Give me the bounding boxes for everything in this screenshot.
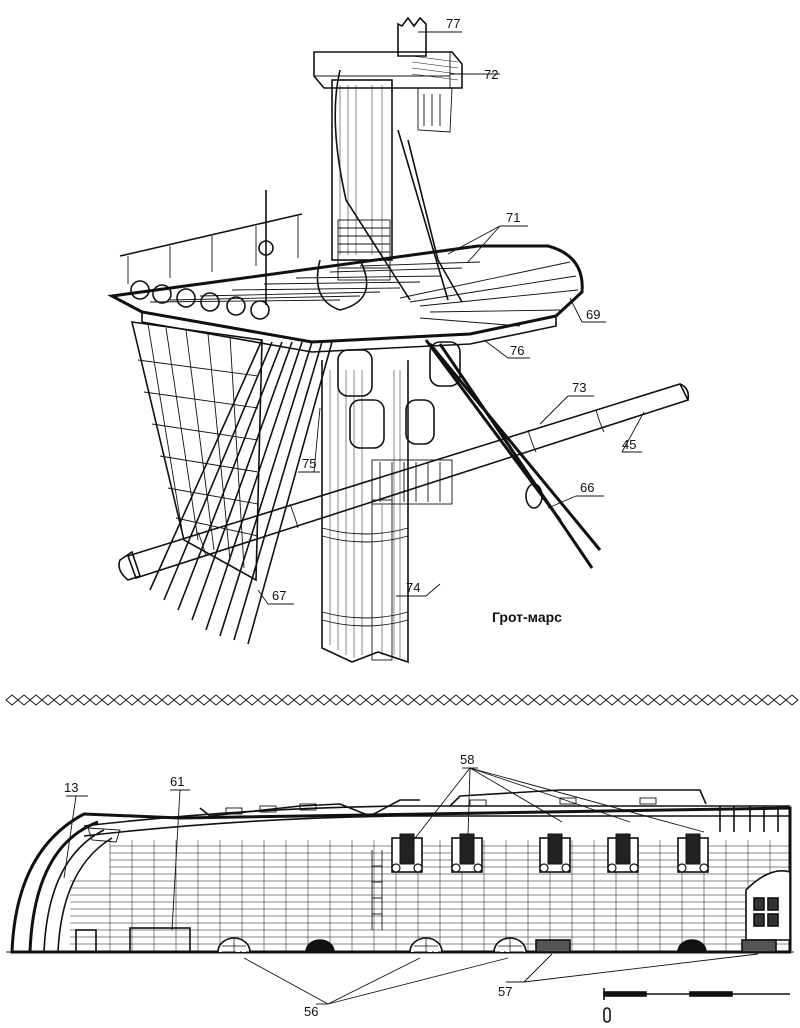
callout-75: 75 [302,456,316,471]
cannon [607,833,639,873]
callout-72: 72 [484,67,498,82]
diamond-separator [5,694,799,706]
cannon [451,833,483,873]
callout-61: 61 [170,774,184,789]
callout-74: 74 [406,580,420,595]
hull-elevation: 13 61 58 56 57 [6,752,796,1023]
callout-45: 45 [622,437,636,452]
callout-76: 76 [510,343,524,358]
drawing-caption: Грот-марс [492,609,562,625]
mast-cap [313,51,463,133]
callout-56: 56 [304,1004,318,1019]
upper-mast-stump [397,16,427,57]
futtock-net [130,321,333,645]
cannon [677,833,709,873]
callout-66: 66 [580,480,594,495]
callout-73: 73 [572,380,586,395]
lower-mast [321,360,409,664]
blocks-and-rigging [316,69,602,569]
callout-13: 13 [64,780,78,795]
main-top-illustration: 77 72 71 69 76 73 45 75 66 74 67 Грот-ма… [107,16,690,664]
cannons [391,833,709,873]
callout-67: 67 [272,588,286,603]
topmast [331,79,393,281]
cannon [391,833,423,873]
yard [118,383,690,581]
callout-71: 71 [506,210,520,225]
callout-69: 69 [586,307,600,322]
callout-58: 58 [460,752,474,767]
cannon [539,833,571,873]
callout-57: 57 [498,984,512,999]
callout-77: 77 [446,16,460,31]
